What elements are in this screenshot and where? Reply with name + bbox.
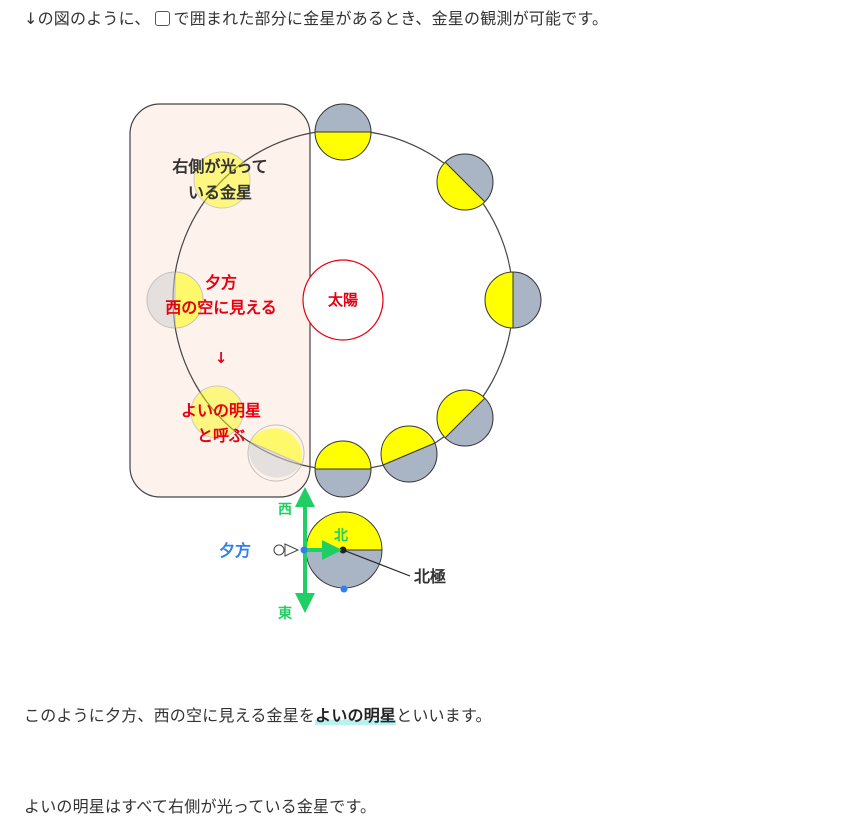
intro-text: ↓の図のように、 で囲まれた部分に金星があるとき、金星の観測が可能です。 — [24, 5, 608, 29]
venus-upper-left-faded — [193, 151, 251, 209]
yoi-label-line2: と呼ぶ — [197, 426, 245, 445]
direction-arrows — [295, 487, 342, 613]
explanation-text: このように夕方、西の空に見える金星をよいの明星といいます。 — [24, 702, 492, 726]
venus-lower-left-faded — [190, 385, 244, 439]
yoi-label-line1: よいの明星 — [181, 401, 261, 420]
venus-top — [314, 103, 372, 161]
right-lit-label-line2: いる金星 — [188, 183, 252, 202]
west-label: 西 — [278, 502, 292, 518]
north-pole-label: 北極 — [414, 567, 446, 586]
venus-bottom-left-faded — [247, 424, 305, 482]
explain-prefix: このように夕方、西の空に見える金星を — [24, 706, 316, 725]
rounded-box-icon — [154, 11, 170, 26]
venus-bottom-right — [380, 425, 438, 483]
evening-label-line1: 夕方 — [205, 273, 237, 292]
earth-north-label: 北 — [334, 528, 348, 544]
evening-observer-label: 夕方 — [219, 541, 251, 560]
earth-bottom-dot — [340, 585, 348, 593]
venus-lower-right — [436, 389, 494, 447]
intro-suffix: で囲まれた部分に金星があるとき、金星の観測が可能です。 — [173, 9, 609, 28]
yoi-no-myojo-highlight: よいの明星 — [315, 706, 397, 725]
intro-prefix: ↓の図のように、 — [24, 9, 151, 28]
explain-suffix: といいます。 — [396, 706, 492, 725]
north-pole-leader — [342, 549, 411, 577]
down-arrow-label: ↓ — [215, 349, 228, 367]
venus-bottom — [314, 440, 372, 498]
venus-right — [484, 271, 542, 329]
sun-circle — [302, 259, 384, 341]
sun-label: 太陽 — [328, 291, 358, 309]
venus-left-faded — [146, 271, 204, 329]
east-label: 東 — [278, 605, 292, 622]
venus-upper-right — [436, 153, 494, 211]
evening-label-line2: 西の空に見える — [165, 298, 277, 317]
summary-text: よいの明星はすべて右側が光っている金星です。 — [24, 797, 377, 816]
right-lit-label-line1: 右側が光って — [172, 157, 267, 176]
observer-icon — [273, 543, 308, 557]
